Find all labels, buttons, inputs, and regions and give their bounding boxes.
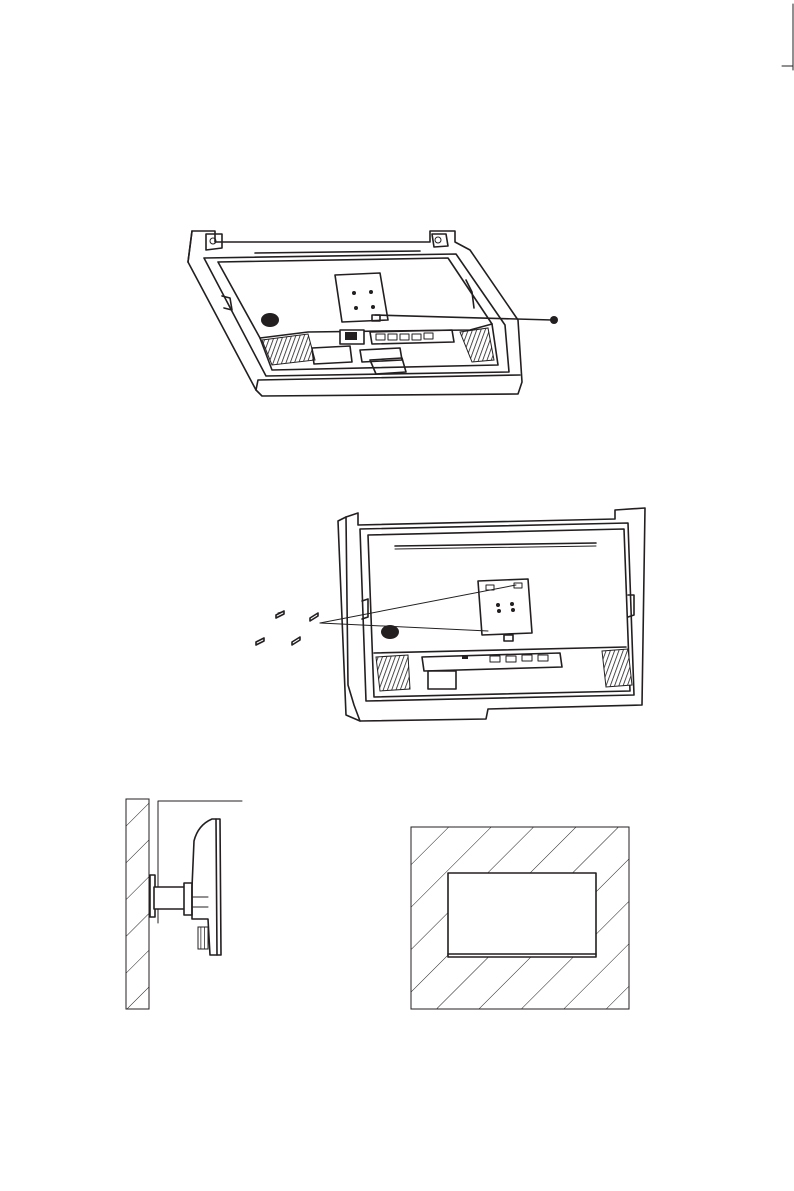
wall-mounted-front-view-icon <box>408 825 632 1011</box>
wall-mounted-side-view-icon <box>120 795 250 1013</box>
screw-icon <box>292 637 300 645</box>
page-edge-marker <box>780 4 794 70</box>
screw-icon <box>256 638 264 645</box>
vesa-screws-install-icon <box>250 505 655 725</box>
screw-icon <box>310 613 318 621</box>
monitor-face-down-in-foam-icon <box>180 220 570 405</box>
screw-icon <box>276 611 284 618</box>
monitor-front-icon <box>448 873 596 957</box>
wall-section-icon <box>126 799 149 1009</box>
